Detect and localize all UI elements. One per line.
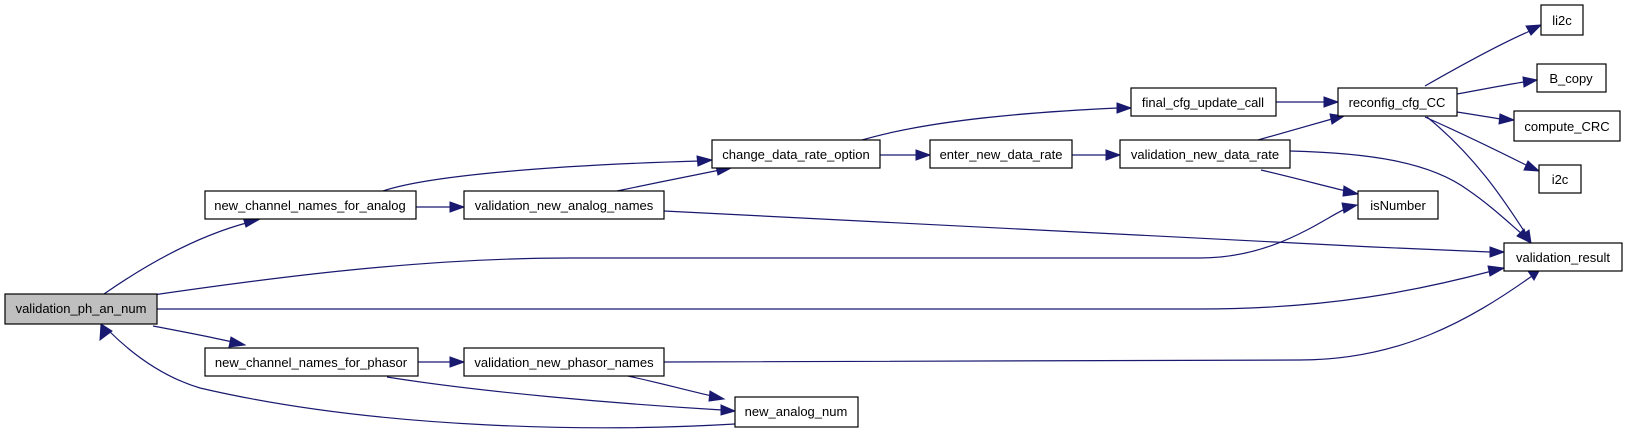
- edge-validation-ph-an-num-to-isnumber: [152, 202, 1359, 296]
- node-label-reconfig-cfg-cc: reconfig_cfg_CC: [1349, 95, 1446, 110]
- edge-validation-ph-an-num-to-new-channel-names-for-analog: [103, 216, 262, 295]
- edge-change-data-rate-option-to-final-cfg-update-call: [861, 102, 1133, 141]
- edge-validation-new-data-rate-to-isnumber: [1260, 169, 1360, 197]
- edge-reconfig-cfg-cc-to-li2c: [1424, 24, 1543, 87]
- node-label-new-channel-names-for-phasor: new_channel_names_for_phasor: [215, 355, 408, 370]
- node-label-final-cfg-update-call: final_cfg_update_call: [1142, 95, 1264, 110]
- node-validation-new-data-rate[interactable]: validation_new_data_rate: [1119, 139, 1291, 169]
- edge-validation-new-analog-names-to-change-data-rate-option: [616, 165, 733, 192]
- edge-validation-new-data-rate-to-reconfig-cfg-cc: [1257, 113, 1346, 141]
- edge-reconfig-cfg-cc-to-validation-result: [1426, 116, 1532, 245]
- node-validation-new-phasor-names[interactable]: validation_new_phasor_names: [463, 347, 665, 377]
- node-validation-new-analog-names[interactable]: validation_new_analog_names: [463, 190, 665, 220]
- node-label-li2c: li2c: [1552, 13, 1572, 28]
- edge-reconfig-cfg-cc-to-b-copy: [1456, 76, 1539, 95]
- node-b-copy[interactable]: B_copy: [1536, 63, 1607, 93]
- node-validation-result[interactable]: validation_result: [1503, 242, 1623, 272]
- edge-new-analog-num-to-validation-ph-an-num: [99, 323, 736, 429]
- edge-new-channel-names-for-analog-to-validation-new-analog-names: [416, 201, 466, 213]
- node-change-data-rate-option[interactable]: change_data_rate_option: [711, 139, 881, 169]
- node-enter-new-data-rate[interactable]: enter_new_data_rate: [929, 139, 1073, 169]
- edge-new-channel-names-for-phasor-to-new-analog-num: [386, 376, 737, 416]
- node-final-cfg-update-call[interactable]: final_cfg_update_call: [1130, 87, 1277, 117]
- node-label-new-analog-num: new_analog_num: [745, 404, 848, 419]
- node-reconfig-cfg-cc[interactable]: reconfig_cfg_CC: [1337, 87, 1458, 117]
- node-label-change-data-rate-option: change_data_rate_option: [722, 147, 869, 162]
- node-li2c[interactable]: li2c: [1540, 4, 1584, 36]
- node-label-compute-crc: compute_CRC: [1524, 119, 1609, 134]
- node-compute-crc[interactable]: compute_CRC: [1513, 110, 1621, 142]
- node-label-validation-new-phasor-names: validation_new_phasor_names: [474, 355, 654, 370]
- edge-reconfig-cfg-cc-to-i2c: [1424, 116, 1541, 172]
- node-label-b-copy: B_copy: [1549, 71, 1593, 86]
- node-new-channel-names-for-analog[interactable]: new_channel_names_for_analog: [204, 190, 417, 220]
- edge-enter-new-data-rate-to-validation-new-data-rate: [1072, 149, 1122, 161]
- node-label-isnumber: isNumber: [1370, 198, 1426, 213]
- node-label-i2c: i2c: [1552, 172, 1569, 187]
- node-new-channel-names-for-phasor[interactable]: new_channel_names_for_phasor: [204, 347, 419, 377]
- node-isnumber[interactable]: isNumber: [1357, 190, 1439, 220]
- node-label-enter-new-data-rate: enter_new_data_rate: [940, 147, 1063, 162]
- edge-new-channel-names-for-analog-to-change-data-rate-option: [382, 155, 714, 192]
- node-label-validation-new-data-rate: validation_new_data_rate: [1131, 147, 1279, 162]
- node-validation-ph-an-num[interactable]: validation_ph_an_num: [4, 293, 158, 325]
- node-label-validation-new-analog-names: validation_new_analog_names: [475, 198, 654, 213]
- node-new-analog-num[interactable]: new_analog_num: [734, 396, 859, 428]
- edge-validation-ph-an-num-to-new-channel-names-for-phasor: [152, 325, 247, 348]
- edge-validation-new-phasor-names-to-validation-result: [663, 268, 1541, 363]
- edge-validation-new-phasor-names-to-new-analog-num: [627, 375, 726, 402]
- edge-change-data-rate-option-to-enter-new-data-rate: [880, 149, 932, 161]
- node-label-validation-result: validation_result: [1516, 250, 1610, 265]
- node-i2c[interactable]: i2c: [1538, 164, 1582, 194]
- edge-new-channel-names-for-phasor-to-validation-new-phasor-names: [418, 356, 466, 368]
- node-label-new-channel-names-for-analog: new_channel_names_for_analog: [214, 198, 406, 213]
- nodes: validation_ph_an_num new_channel_names_f…: [4, 4, 1623, 428]
- node-label-validation-ph-an-num: validation_ph_an_num: [16, 301, 147, 316]
- edge-final-cfg-update-call-to-reconfig-cfg-cc: [1276, 96, 1340, 108]
- edge-validation-ph-an-num-to-validation-result: [153, 265, 1506, 310]
- edge-reconfig-cfg-cc-to-compute-crc: [1456, 111, 1516, 125]
